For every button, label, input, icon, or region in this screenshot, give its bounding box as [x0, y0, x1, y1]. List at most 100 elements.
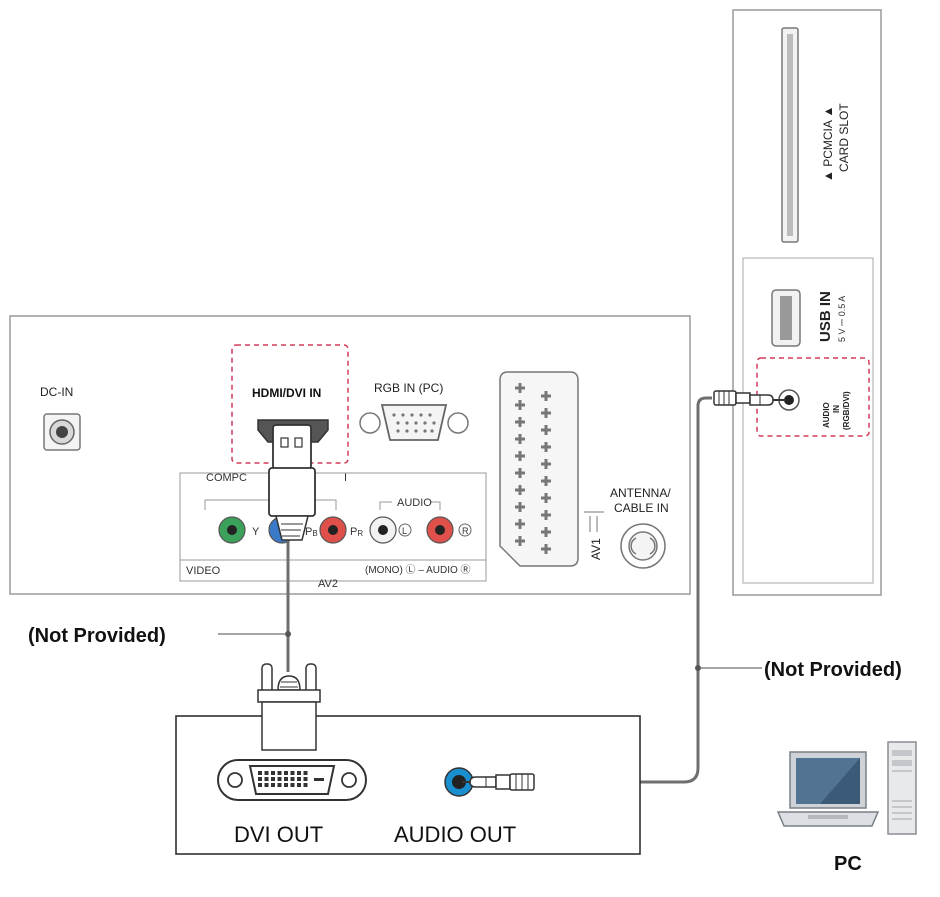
component-label-right: I — [344, 472, 347, 484]
dvi-pin — [271, 771, 275, 775]
dvi-pin — [277, 771, 282, 775]
scart-pin — [518, 400, 522, 410]
scart-pin — [544, 442, 548, 452]
scart-pin — [544, 459, 548, 469]
scart-pin — [544, 408, 548, 418]
audio-right-jack[interactable] — [426, 516, 454, 544]
audio-left-letter: L — [402, 526, 407, 536]
dvi-out-port[interactable] — [217, 759, 367, 801]
mono-audio-label: (MONO) Ⓛ – AUDIO Ⓡ — [365, 564, 471, 576]
rgb-vga-port[interactable] — [359, 404, 469, 441]
dvi-pin — [303, 771, 308, 775]
laptop-icon — [776, 751, 880, 827]
scart-pin — [544, 476, 548, 486]
left-not-provided-callout: (Not Provided) — [28, 625, 166, 647]
y-label: Y — [252, 526, 260, 538]
scart-connector-icon[interactable] — [499, 371, 579, 567]
scart-pin — [518, 383, 522, 393]
desktop-tower-icon — [887, 741, 917, 835]
dvi-pin — [297, 771, 301, 775]
rgb-in-label: RGB IN (PC) — [374, 381, 443, 395]
dvi-pin — [297, 783, 301, 787]
dvi-pin — [290, 783, 295, 787]
dvi-pin — [258, 783, 262, 787]
right-not-provided-callout: (Not Provided) — [764, 659, 902, 681]
dvi-pin — [290, 771, 295, 775]
antenna-label-line1: ANTENNA/ — [610, 486, 671, 500]
av2-label: AV2 — [318, 578, 338, 590]
dvi-pin — [264, 771, 269, 775]
dvi-pin — [258, 771, 262, 775]
rear-panel-frame — [9, 315, 691, 595]
scart-pin — [544, 425, 548, 435]
dvi-pin — [303, 783, 308, 787]
audio-right-marker — [458, 523, 472, 537]
pc-audio-plug-icon — [462, 773, 535, 791]
component-label-left: COMPC — [206, 472, 247, 484]
dvi-pin — [264, 777, 269, 781]
scart-pin — [518, 434, 522, 444]
scart-pin — [518, 536, 522, 546]
dvi-pin — [284, 777, 288, 781]
audio-left-marker — [398, 523, 412, 537]
dvi-pin — [284, 783, 288, 787]
antenna-jack-icon[interactable] — [620, 523, 666, 569]
audio-left-jack[interactable] — [369, 516, 397, 544]
dvi-pin — [303, 777, 308, 781]
dvi-pin — [271, 777, 275, 781]
scart-pin — [518, 519, 522, 529]
video-label: VIDEO — [186, 565, 221, 577]
tv-side-panel: ▲ PCMCIA ▲ CARD SLOT USB IN 5 V ⎓ 0.5 A … — [732, 9, 882, 596]
usb-in-label: USB IN — [817, 291, 834, 342]
audio-in-highlight-box — [756, 357, 870, 437]
dvi-plug-icon — [257, 663, 321, 751]
y-jack[interactable] — [218, 516, 246, 544]
scart-pin — [518, 502, 522, 512]
dvi-pin — [284, 771, 288, 775]
dvi-pin — [258, 777, 262, 781]
audio-in-label-line2: IN — [832, 405, 841, 413]
hdmi-plug-icon — [268, 424, 316, 541]
scart-pin — [518, 485, 522, 495]
scart-pin — [544, 527, 548, 537]
audio-bracket-label: AUDIO — [397, 497, 432, 509]
scart-pin — [544, 391, 548, 401]
av1-label: AV1 — [589, 538, 603, 560]
scart-pin — [518, 417, 522, 427]
dvi-pin — [264, 783, 269, 787]
dc-in-jack[interactable] — [43, 413, 81, 451]
dvi-pin — [290, 777, 295, 781]
pcmcia-label-line1: ▲ PCMCIA ▲ — [821, 106, 835, 182]
av1-arrows-icon — [584, 511, 604, 532]
dvi-cable — [218, 540, 291, 672]
side-panel-frame — [732, 9, 882, 596]
pr-label: PR — [350, 526, 363, 538]
dc-in-label: DC-IN — [40, 385, 73, 399]
dvi-out-label: DVI OUT — [234, 822, 323, 847]
tv-rear-panel: DC-IN HDMI/DVI IN RGB IN (PC) — [9, 315, 691, 595]
audio-in-label-line3: (RGB/DVI) — [842, 391, 851, 430]
side-io-frame — [742, 257, 874, 584]
audio-out-label: AUDIO OUT — [394, 822, 516, 847]
pc-rear-panel: DVI OUT AUDIO OUT — [175, 663, 641, 855]
audio-right-letter: R — [462, 526, 469, 536]
pb-label: PB — [305, 526, 318, 538]
audio-in-label-line1: AUDIO — [822, 402, 831, 428]
scart-pin — [544, 544, 548, 554]
hdmi-highlight-box — [231, 344, 349, 464]
scart-pin — [518, 468, 522, 478]
pcmcia-label-line2: CARD SLOT — [837, 103, 851, 172]
audio-plug-icon — [713, 390, 786, 406]
dvi-pin — [277, 777, 282, 781]
usb-power-label: 5 V ⎓ 0.5 A — [837, 296, 847, 342]
scart-pin — [518, 451, 522, 461]
pcmcia-slot-inner — [787, 34, 793, 236]
dvi-pin — [271, 783, 275, 787]
audio-cable — [540, 396, 762, 784]
scart-pin — [544, 510, 548, 520]
pr-jack[interactable] — [319, 516, 347, 544]
antenna-label-line2: CABLE IN — [614, 501, 669, 515]
usb-port-icon[interactable] — [771, 289, 801, 347]
component-av2-group: COMPC I AUDIO Y PR — [179, 472, 487, 590]
